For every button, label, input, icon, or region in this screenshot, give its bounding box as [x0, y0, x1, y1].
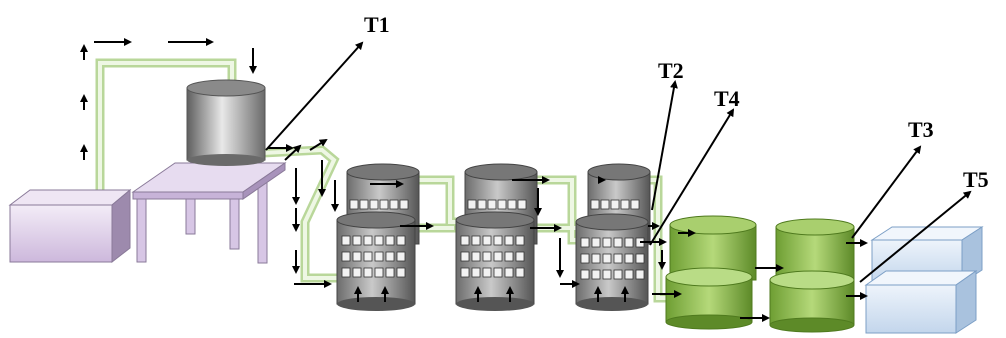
- support-table: [131, 162, 287, 264]
- storage-tank-group: [864, 226, 984, 334]
- label-leaders: [265, 41, 972, 283]
- filter-tank: [575, 213, 649, 311]
- green-tank: [769, 270, 855, 333]
- storage-tank: [864, 270, 978, 334]
- label-t5: T5: [963, 167, 989, 192]
- filter-tank: [336, 211, 416, 311]
- green-tank: [665, 267, 753, 330]
- sump-tank: [8, 188, 132, 264]
- filter-tank: [455, 211, 535, 311]
- label-t4: T4: [714, 86, 740, 111]
- filter-tank-group: [336, 163, 651, 311]
- label-t1: T1: [364, 12, 390, 37]
- green-tank-group: [665, 215, 855, 333]
- head-tank: [186, 79, 266, 166]
- label-t3: T3: [908, 117, 934, 142]
- label-t2: T2: [658, 58, 684, 83]
- flow-arrows: [80, 38, 868, 322]
